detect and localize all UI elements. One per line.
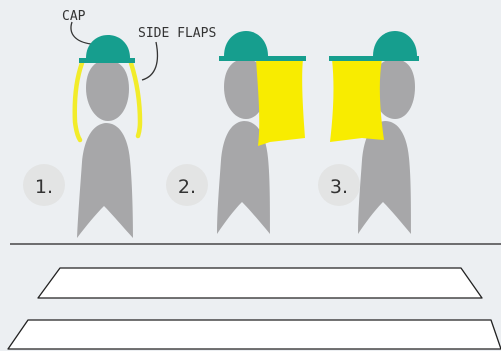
figure-2-side-flap: [256, 59, 305, 146]
step-3-number: 3.: [330, 176, 348, 198]
figure-3-head: [373, 59, 415, 119]
figure-3-side-flap: [330, 59, 384, 142]
cap-label: CAP: [62, 9, 86, 24]
figure-3: [329, 31, 419, 234]
figure-2-cap-brim: [219, 56, 306, 61]
figure-1: [72, 35, 143, 238]
figure-1-body: [77, 123, 133, 238]
figure-3-cap-dome: [373, 31, 417, 56]
step-1-number: 1.: [35, 176, 53, 198]
figure-2-cap-dome: [224, 31, 268, 56]
figure-1-cap-brim: [79, 58, 135, 63]
cap-leader-line: [70, 21, 92, 45]
step-3-circle: [318, 164, 360, 206]
figure-2: [217, 31, 306, 234]
figure-3-cap-brim: [329, 56, 419, 61]
figure-1-cap-dome: [86, 35, 130, 58]
figure-2-body: [217, 121, 270, 234]
figure-1-head: [86, 60, 129, 121]
step-2-number: 2.: [178, 176, 196, 198]
step-1-circle: [23, 164, 65, 206]
figure-3-body: [358, 121, 411, 234]
side-flaps-label: SIDE FLAPS: [138, 26, 216, 41]
flat-piece-upper: [37, 267, 483, 299]
figure-2-head: [224, 59, 266, 119]
right-side-flap-strip: [128, 60, 143, 139]
side-flaps-leader-line: [141, 41, 159, 81]
step-2-circle: [166, 164, 208, 206]
flat-piece-lower: [7, 319, 501, 350]
left-side-flap-strip: [72, 60, 85, 143]
